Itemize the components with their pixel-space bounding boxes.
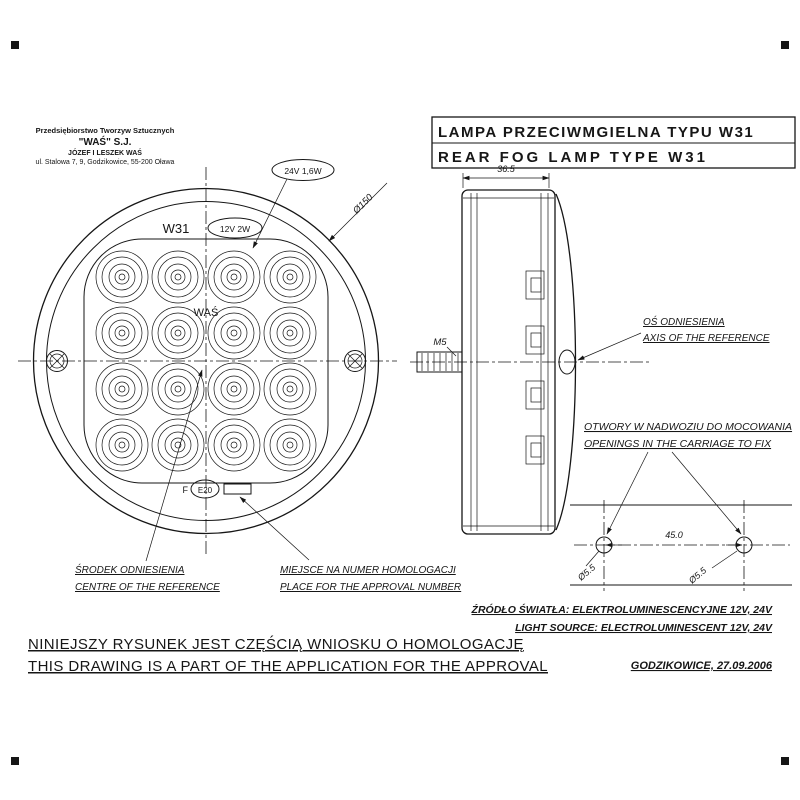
approval-mark-ellipse [190, 479, 220, 499]
approval-place-label-en: PLACE FOR THE APPROVAL NUMBER [280, 582, 461, 593]
led-element [95, 250, 149, 304]
registration-marks [11, 41, 789, 765]
axis-callout: OŚ ODNIESIENIA AXIS OF THE REFERENCE [577, 315, 770, 361]
company-owners: JÓZEF I LESZEK WAŚ [68, 148, 142, 157]
openings-leader-left [606, 451, 649, 535]
approval-number-box [223, 483, 252, 495]
openings-label-pl: OTWORY W NADWOZIU DO MOCOWANIA [584, 421, 792, 433]
lens-square-outline [83, 238, 329, 484]
led-element [263, 306, 317, 360]
light-source-pl: ŹRÓDŁO ŚWIATŁA: ELEKTROLUMINESCENCYJNE 1… [471, 603, 773, 616]
approval-place-leader [239, 496, 310, 561]
openings-callout: OTWORY W NADWOZIU DO MOCOWANIA OPENINGS … [584, 421, 792, 535]
led-element [151, 418, 205, 472]
company-address: ul. Stalowa 7, 9, Godzikowice, 55-200 Oł… [36, 159, 175, 166]
led-element [207, 250, 261, 304]
led-element [207, 418, 261, 472]
led-element [95, 306, 149, 360]
led-element [263, 418, 317, 472]
mounting-detail: 45.0 Ø5.5 Ø5.5 [570, 500, 792, 591]
led-element [263, 250, 317, 304]
approval-place-label-pl: MIEJSCE NA NUMER HOMOLOGACJI [280, 565, 456, 576]
rating-24v-ellipse [271, 159, 335, 181]
approval-prefix: F [183, 485, 189, 495]
application-note-pl: NINIEJSZY RYSUNEK JEST CZĘŚCIĄ WNIOSKU O… [28, 635, 524, 653]
centre-label-en: CENTRE OF THE REFERENCE [75, 582, 220, 593]
centre-leader [145, 369, 203, 562]
right-hole-dia-leader [711, 550, 738, 569]
depth-dim-label: 36.5 [497, 164, 516, 174]
connector-clips [525, 270, 545, 465]
company-type: Przedsiębiorstwo Tworzyw Sztucznych [36, 126, 175, 135]
title-block: LAMPA PRZECIWMGIELNA TYPU W31 REAR FOG L… [431, 116, 796, 169]
front-view: W31 12V 2W 24V 1,6W Ø150 WAŚ F E20 [18, 159, 397, 562]
diameter-dim-label: Ø150 [350, 192, 375, 217]
diameter-dim-line [328, 182, 388, 242]
company-block: Przedsiębiorstwo Tworzyw Sztucznych "WAŚ… [36, 126, 175, 166]
place-and-date: GODZIKOWICE, 27.09.2006 [631, 660, 773, 672]
led-element [207, 362, 261, 416]
reg-mark-bottom-left [11, 757, 19, 765]
reg-mark-top-right [781, 41, 789, 49]
axis-leader [577, 332, 642, 361]
led-element [263, 362, 317, 416]
brand-marking: WAŚ [194, 306, 219, 319]
drawing-title-pl: LAMPA PRZECIWMGIELNA TYPU W31 [438, 124, 754, 141]
rating-12v-ellipse [207, 217, 263, 239]
axis-reference-point [558, 349, 576, 375]
led-element [95, 418, 149, 472]
lamp-outer-rim [32, 187, 380, 535]
thread-leader [446, 346, 457, 357]
centre-callout: ŚRODEK ODNIESIENIA CENTRE OF THE REFEREN… [75, 563, 220, 593]
left-hole-dia-leader [585, 550, 600, 567]
mounting-screw-right [344, 350, 366, 372]
axis-label-pl: OŚ ODNIESIENIA [643, 315, 725, 328]
mounting-screw-left [46, 350, 68, 372]
side-view: M5 36.5 [410, 164, 652, 535]
hole-spacing-label: 45.0 [665, 530, 683, 540]
rating-24v: 24V 1,6W [284, 166, 321, 176]
housing-outline [461, 189, 556, 535]
approval-place-callout: MIEJSCE NA NUMER HOMOLOGACJI PLACE FOR T… [280, 565, 461, 593]
rating-12v: 12V 2W [220, 224, 250, 234]
approval-mark: E20 [198, 486, 213, 495]
right-hole-dia-label: Ø5.5 [686, 565, 709, 586]
openings-leader-right [671, 451, 742, 535]
reg-mark-top-left [11, 41, 19, 49]
drawing-title-en: REAR FOG LAMP TYPE W31 [438, 149, 708, 166]
company-name: "WAŚ" S.J. [79, 135, 132, 148]
axis-label-en: AXIS OF THE REFERENCE [642, 333, 770, 344]
openings-label-en: OPENINGS IN THE CARRIAGE TO FIX [584, 438, 772, 450]
light-source-en: LIGHT SOURCE: ELECTROLUMINESCENT 12V, 24… [515, 622, 773, 634]
left-hole-dia-label: Ø5.5 [575, 562, 598, 583]
depth-dimension: 36.5 [462, 164, 550, 188]
rating-24v-leader [252, 178, 288, 249]
thread-label: M5 [433, 337, 447, 348]
reg-mark-bottom-right [781, 757, 789, 765]
footer: ŹRÓDŁO ŚWIATŁA: ELEKTROLUMINESCENCYJNE 1… [28, 603, 773, 675]
model-marking: W31 [163, 221, 190, 236]
application-note-en: THIS DRAWING IS A PART OF THE APPLICATIO… [28, 658, 548, 675]
centre-label-pl: ŚRODEK ODNIESIENIA [75, 563, 185, 576]
led-element [151, 250, 205, 304]
led-element [95, 362, 149, 416]
